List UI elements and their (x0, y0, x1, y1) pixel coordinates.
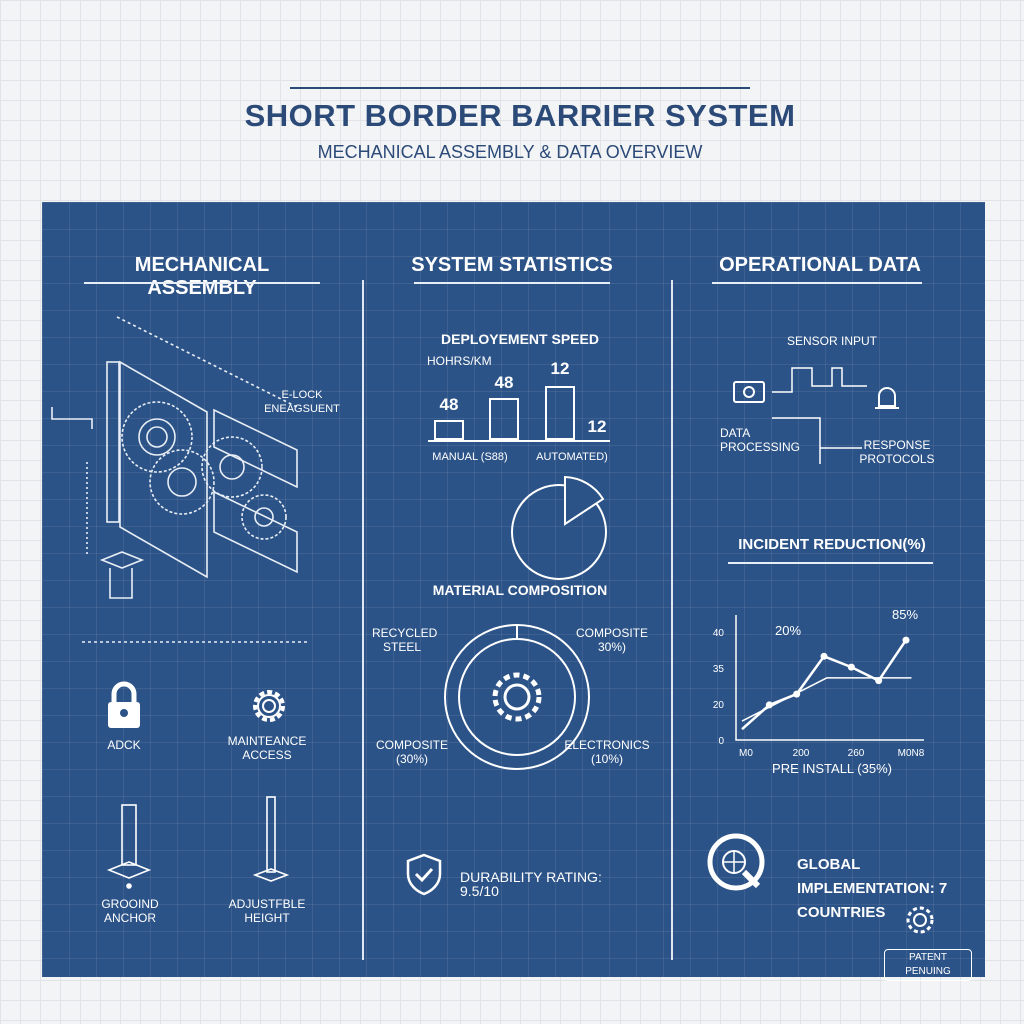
global-search-icon (707, 833, 765, 891)
sensor-input-label: SENSOR INPUT (786, 334, 877, 348)
mechanical-heading: MECHANICAL ASSEMBLY (134, 254, 270, 299)
column-divider (671, 280, 673, 960)
bar-value-label: 12 (587, 417, 607, 436)
x-tick-label: 260 (848, 748, 865, 759)
data-point (902, 636, 910, 644)
y-tick-label: 0 (718, 736, 724, 747)
deployment-title: DEPLOYEMENT SPEED (441, 331, 599, 347)
adjustable-post-icon (252, 796, 290, 882)
bar-baseline (428, 440, 610, 442)
chart-axes (735, 615, 924, 741)
series-line (741, 677, 912, 722)
material-title: MATERIAL COMPOSITION (432, 582, 608, 598)
x-tick-label: M0 (739, 748, 753, 759)
data-processing-label: DATA PROCESSING (720, 426, 801, 454)
flow-diagram (772, 367, 867, 464)
y-tick-label: 40 (713, 628, 725, 639)
y-tick-label: 20 (713, 700, 725, 711)
heading-underline (414, 282, 610, 284)
material-label-electronics: ELECTRONICS (10%) (564, 738, 650, 766)
material-label-composite: COMPOSITE 30%) (575, 626, 648, 654)
statistics-heading: SYSTEM STATISTICS (411, 254, 613, 276)
elock-callout: E-LOCK ENEAGSUENT (264, 389, 340, 415)
page-title: SHORT BORDER BARRIER SYSTEM (244, 98, 796, 133)
column-divider (362, 280, 364, 960)
material-label-composite-2: COMPOSITE (30%) (375, 738, 448, 766)
global-implementation: GLOBAL IMPLEMENTATION: 7 COUNTRIES (797, 856, 948, 921)
heading-underline (84, 282, 320, 284)
gear-icon (906, 906, 934, 934)
bar-value-label: 12 (550, 359, 570, 378)
lock-label: ADCK (107, 738, 141, 752)
pie-chart (511, 475, 607, 580)
response-protocols-label: RESPONSE PROTOCOLS (859, 438, 935, 466)
bar-manual-1 (434, 420, 464, 440)
ground-anchor-icon (106, 804, 152, 889)
durability-rating: DURABILITY RATING: 9.5/10 (460, 869, 602, 899)
x-tick-label: M0N8 (898, 748, 925, 759)
deployment-unit: HOHRS/KM (427, 354, 492, 368)
operational-heading: OPERATIONAL DATA (719, 254, 921, 276)
alarm-light-icon (875, 387, 899, 409)
pie-slice (564, 475, 605, 526)
heading-underline (728, 562, 933, 564)
annotation-20: 20% (774, 623, 802, 638)
data-point (847, 663, 855, 671)
heading-underline (712, 282, 922, 284)
blueprint-panel: MECHANICAL ASSEMBLY E-LOCK ENEAGSUENT AD… (42, 202, 985, 981)
y-tick-label: 35 (713, 664, 725, 675)
incident-title: INCIDENT REDUCTION(%) (738, 536, 926, 553)
bar-manual-2 (489, 398, 519, 440)
x-label-manual: MANUAL (S88) (432, 451, 508, 463)
incident-xlabel: PRE INSTALL (35%) (772, 761, 892, 776)
bar-value-label: 48 (494, 373, 514, 392)
material-donut (444, 624, 590, 770)
gear-icon (253, 690, 285, 722)
material-label-steel: RECYCLED STEEL (372, 626, 438, 654)
mechanical-assembly-drawing (51, 316, 310, 643)
bar-value-label: 48 (439, 395, 459, 414)
x-tick-label: 200 (793, 748, 810, 759)
x-label-automated: AUTOMATED) (536, 451, 608, 463)
shield-check-icon (406, 853, 442, 896)
data-point (875, 677, 883, 685)
bar-automated (545, 386, 575, 440)
annotation-85: 85% (891, 607, 919, 622)
patent-badge: PATENT PENUING (884, 949, 972, 981)
page-subtitle: MECHANICAL ASSEMBLY & DATA OVERVIEW (317, 142, 703, 162)
title-rule (290, 87, 750, 89)
data-point (820, 652, 828, 660)
adjustable-height-label: ADJUSTFBLE HEIGHT (228, 897, 306, 925)
camera-icon (733, 381, 765, 403)
padlock-icon (108, 681, 140, 728)
ground-anchor-label: GROOIND ANCHOR (101, 897, 159, 925)
maintenance-label: MAINTEANCE ACCESS (227, 734, 307, 762)
